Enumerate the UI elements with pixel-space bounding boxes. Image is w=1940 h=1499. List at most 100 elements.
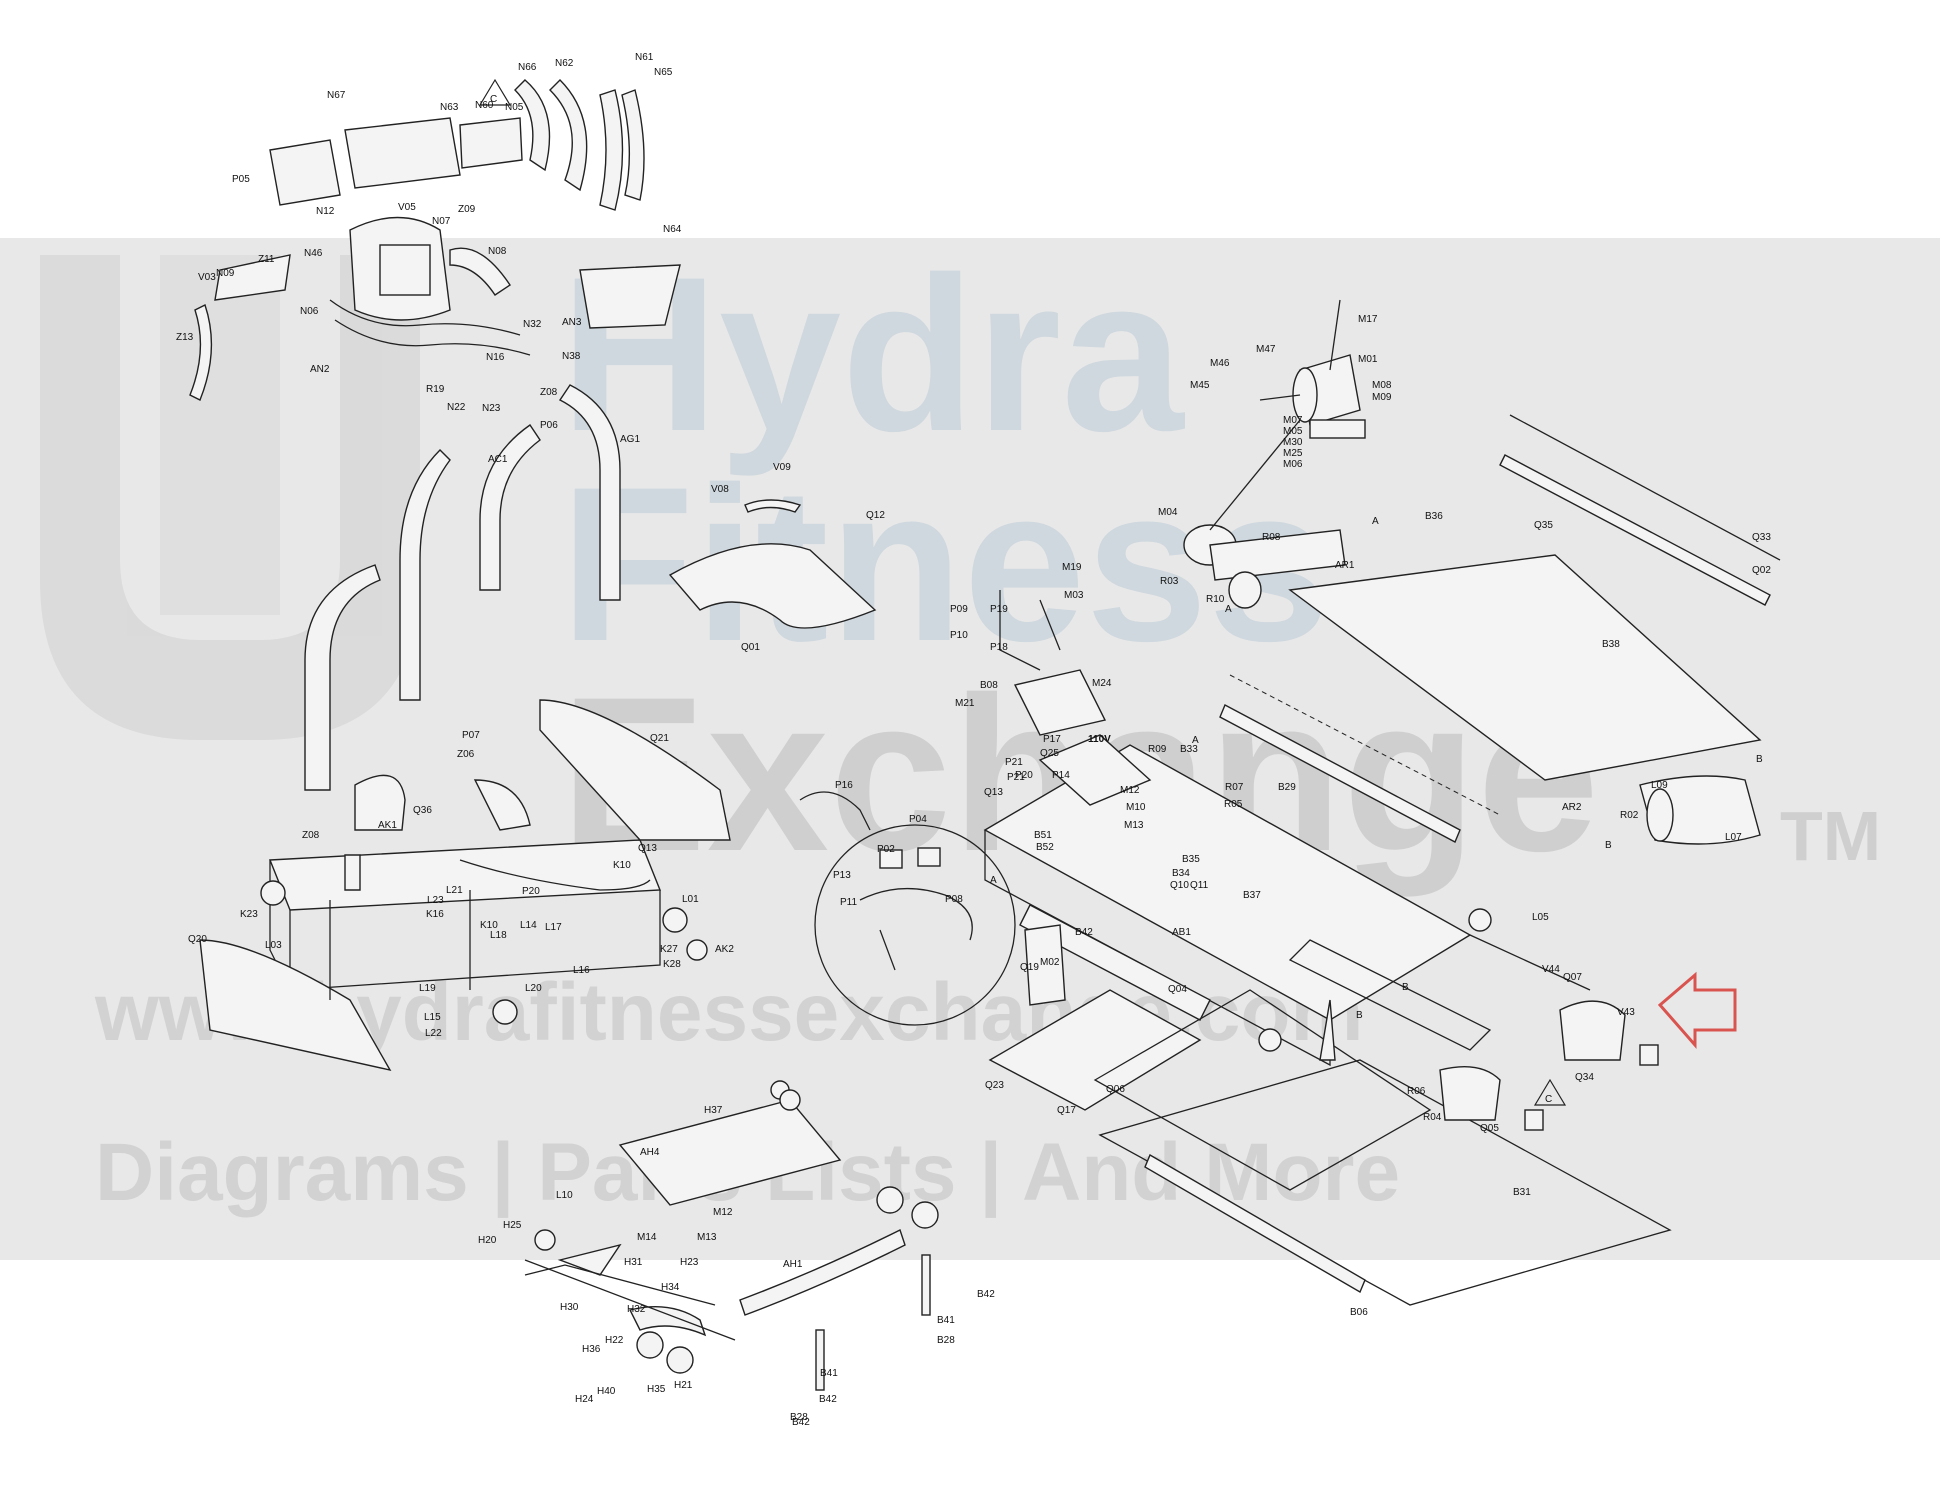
svg-text:B51: B51 (1034, 830, 1052, 841)
svg-text:R04: R04 (1423, 1112, 1442, 1123)
svg-text:N64: N64 (663, 224, 682, 235)
svg-text:M45: M45 (1190, 380, 1210, 391)
svg-text:N63: N63 (440, 102, 459, 113)
controller-board (999, 590, 1107, 736)
svg-text:Q01: Q01 (741, 642, 760, 653)
svg-text:Q34: Q34 (1575, 1072, 1594, 1083)
ref-label-a: A (990, 875, 997, 886)
svg-text:M05: M05 (1283, 426, 1303, 437)
svg-text:Q13: Q13 (984, 787, 1003, 798)
svg-text:L18: L18 (490, 930, 507, 941)
svg-text:L23: L23 (427, 895, 444, 906)
svg-text:Z08: Z08 (540, 387, 558, 398)
svg-text:B42: B42 (792, 1417, 810, 1428)
svg-text:M13: M13 (1124, 820, 1144, 831)
svg-text:Q33: Q33 (1752, 532, 1771, 543)
svg-text:N07: N07 (432, 216, 451, 227)
svg-text:H36: H36 (582, 1344, 601, 1355)
svg-text:P02: P02 (877, 844, 895, 855)
svg-text:AN2: AN2 (310, 364, 330, 375)
svg-text:AH1: AH1 (783, 1259, 803, 1270)
svg-text:H30: H30 (560, 1302, 579, 1313)
base-part-labels: Q21 P07 Z06 Q36 AK1 Z08 K23 L03 Q20 L21 … (188, 730, 963, 1039)
svg-text:H32: H32 (627, 1304, 646, 1315)
svg-text:AC1: AC1 (488, 454, 508, 465)
svg-text:P05: P05 (232, 174, 250, 185)
svg-text:AH4: AH4 (640, 1147, 660, 1158)
svg-text:AB1: AB1 (1172, 927, 1191, 938)
wiring-detail-circle (799, 791, 1016, 1026)
ref-label-a: A (1225, 604, 1232, 615)
svg-text:N67: N67 (327, 90, 346, 101)
base-frame-assembly (199, 699, 731, 1072)
svg-text:V44: V44 (1542, 964, 1560, 975)
svg-text:M47: M47 (1256, 344, 1276, 355)
svg-text:R06: R06 (1407, 1086, 1426, 1097)
svg-text:L03: L03 (265, 940, 282, 951)
svg-text:N65: N65 (654, 67, 673, 78)
svg-text:M01: M01 (1358, 354, 1378, 365)
svg-text:Q23: Q23 (985, 1080, 1004, 1091)
caution-triangle-icon: C (1533, 1078, 1567, 1106)
svg-text:N09: N09 (216, 268, 235, 279)
svg-text:H35: H35 (647, 1384, 666, 1395)
svg-text:N60: N60 (475, 100, 494, 111)
svg-text:B42: B42 (977, 1289, 995, 1300)
svg-text:P21: P21 (1007, 772, 1025, 783)
svg-text:L10: L10 (556, 1190, 573, 1201)
svg-text:Q07: Q07 (1563, 972, 1582, 983)
svg-text:M06: M06 (1283, 459, 1303, 470)
svg-text:K10: K10 (613, 860, 631, 871)
svg-text:N32: N32 (523, 319, 542, 330)
svg-text:N38: N38 (562, 351, 581, 362)
svg-text:H40: H40 (597, 1386, 616, 1397)
svg-text:H21: H21 (674, 1380, 693, 1391)
svg-text:B08: B08 (980, 680, 998, 691)
motor-cover (668, 499, 877, 629)
svg-text:B36: B36 (1425, 511, 1443, 522)
svg-text:Q21: Q21 (650, 733, 669, 744)
svg-text:Q17: Q17 (1057, 1105, 1076, 1116)
svg-text:H31: H31 (624, 1257, 643, 1268)
svg-text:Q25: Q25 (1040, 748, 1059, 759)
svg-text:L21: L21 (446, 885, 463, 896)
belt-assembly (1219, 414, 1781, 845)
svg-text:N61: N61 (635, 52, 654, 63)
svg-text:Q35: Q35 (1534, 520, 1553, 531)
svg-text:B33: B33 (1180, 744, 1198, 755)
svg-text:B37: B37 (1243, 890, 1261, 901)
svg-text:V09: V09 (773, 462, 791, 473)
motor-part-labels: M17 M47 M01 M46 M45 M08 M09 M07 M05 M30 … (1158, 314, 1771, 605)
svg-text:M21: M21 (955, 698, 975, 709)
svg-text:V03: V03 (198, 272, 216, 283)
svg-text:C: C (1545, 1094, 1552, 1105)
svg-text:M04: M04 (1158, 507, 1178, 518)
svg-text:P08: P08 (945, 894, 963, 905)
svg-text:P13: P13 (833, 870, 851, 881)
svg-text:V05: V05 (398, 202, 416, 213)
svg-text:P18: P18 (990, 642, 1008, 653)
svg-text:M12: M12 (713, 1207, 733, 1218)
svg-text:L19: L19 (419, 983, 436, 994)
svg-text:P10: P10 (950, 630, 968, 641)
svg-text:M03: M03 (1064, 590, 1084, 601)
svg-text:P21: P21 (1005, 757, 1023, 768)
svg-text:Q10: Q10 (1170, 880, 1189, 891)
svg-text:K28: K28 (663, 959, 681, 970)
watermark-trademark: TM (1780, 797, 1881, 875)
svg-text:N66: N66 (518, 62, 537, 73)
svg-text:Q36: Q36 (413, 805, 432, 816)
svg-text:M14: M14 (637, 1232, 657, 1243)
watermark-logo-icon (40, 255, 420, 740)
svg-text:P20: P20 (522, 886, 540, 897)
ref-label-a: A (1372, 516, 1379, 527)
svg-text:Q06: Q06 (1106, 1084, 1125, 1095)
svg-text:P07: P07 (462, 730, 480, 741)
svg-text:N62: N62 (555, 58, 574, 69)
svg-text:P16: P16 (835, 780, 853, 791)
svg-text:Z06: Z06 (457, 749, 475, 760)
svg-text:H34: H34 (661, 1282, 680, 1293)
svg-text:AR1: AR1 (1335, 560, 1355, 571)
ref-label-a: A (1192, 735, 1199, 746)
voltage-label: 110V (1088, 734, 1111, 745)
